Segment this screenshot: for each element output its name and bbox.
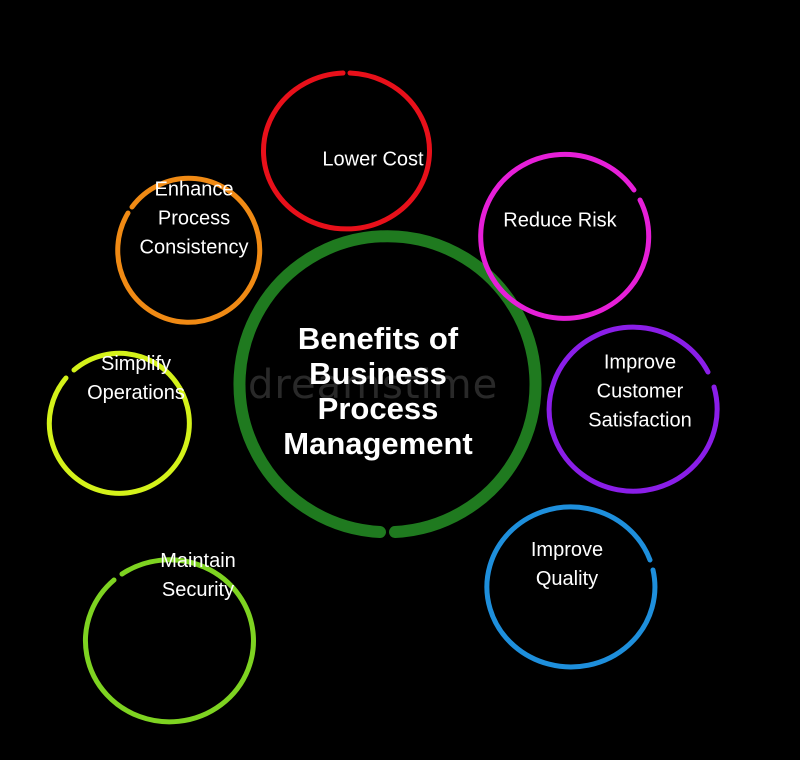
center-title-line: Management (283, 426, 473, 461)
ring-lower-cost (261, 70, 432, 232)
ring-reduce-risk (478, 151, 652, 321)
center-title-line: Business (309, 356, 447, 391)
benefit-label: Satisfaction (588, 409, 692, 432)
benefit-label: Enhance (154, 178, 234, 201)
benefit-label: Lower Cost (322, 148, 424, 171)
benefit-label: Customer (596, 380, 684, 403)
benefit-label: Security (161, 579, 235, 601)
ring-simplify-operations (46, 350, 192, 496)
benefit-lower-cost: Lower Cost (322, 146, 423, 175)
ring-improve-customer-satisfaction (546, 324, 720, 494)
center-title-line: Benefits of (297, 321, 459, 356)
benefit-maintain-security: Maintain Security (160, 547, 236, 605)
center-title: Benefits of Business Process Management (283, 321, 472, 461)
benefit-label: Reduce Risk (503, 209, 617, 232)
benefit-improve-quality: Improve Quality (531, 536, 603, 594)
benefit-label: Improve (603, 351, 677, 374)
watermark-text: dreamstime (248, 362, 499, 408)
benefit-label: Simplify (100, 353, 171, 375)
benefit-label: Improve (530, 539, 604, 561)
benefit-reduce-risk: Reduce Risk (503, 207, 616, 236)
ring-improve-quality (484, 504, 658, 670)
ring-enhance-process-consistency (115, 175, 263, 325)
benefit-label: Maintain (160, 550, 236, 572)
benefit-label: Operations (87, 382, 185, 404)
benefit-label: Consistency (139, 236, 249, 259)
center-title-line: Process (317, 391, 439, 426)
ring-maintain-security (83, 557, 256, 725)
benefit-label: Process (157, 207, 231, 230)
benefit-simplify-operations: Simplify Operations (87, 350, 185, 408)
center-ring (233, 230, 542, 538)
benefit-improve-customer-satisfaction: Improve Customer Satisfaction (588, 349, 691, 436)
benefit-enhance-process-consistency: Enhance Process Consistency (140, 176, 249, 263)
benefit-label: Quality (535, 568, 599, 590)
